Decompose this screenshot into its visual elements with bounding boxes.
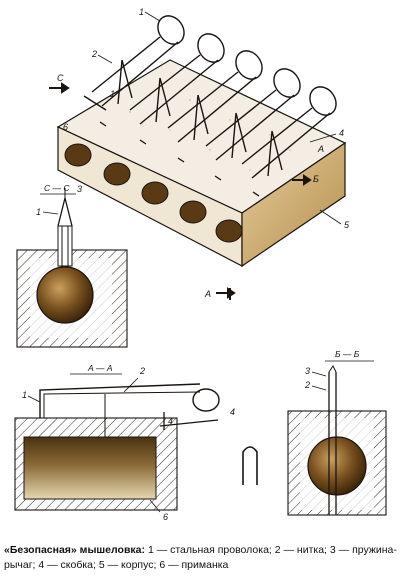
hole-5	[215, 219, 243, 243]
hole-1	[64, 143, 92, 167]
label-3-bb: 3	[305, 366, 310, 376]
label-4-main: 4	[339, 128, 344, 138]
section-b-b: Б — Б 3 2	[287, 349, 387, 516]
spring-levers	[83, 15, 337, 179]
hole-3	[141, 181, 169, 205]
bait-ball-cc	[36, 266, 94, 324]
label-5-main: 5	[344, 220, 350, 230]
label-1-mid: 1	[110, 89, 115, 99]
hole-2	[103, 162, 131, 186]
label-1-top: 1	[139, 7, 144, 17]
label-1-aa: 1	[22, 390, 27, 400]
marker-b-main: Б	[313, 174, 319, 184]
label-4-staple: 4	[230, 407, 235, 417]
section-c-c: С — С 3 1	[16, 183, 128, 348]
label-3-cc: 3	[77, 184, 82, 194]
label-2-bb: 2	[304, 380, 310, 390]
cavity-aa	[23, 436, 157, 500]
staple-4	[242, 446, 258, 485]
front-holes	[64, 143, 243, 243]
label-1-cc: 1	[36, 207, 41, 217]
body-end-face	[241, 141, 346, 268]
label-6-aa: 6	[163, 512, 168, 522]
label-4-aa: 4	[168, 416, 173, 426]
trap-body	[56, 59, 347, 268]
label-2-aa: 2	[139, 366, 145, 376]
section-aa-title: А — А	[87, 363, 113, 373]
section-bb-title: Б — Б	[335, 349, 360, 359]
bait-ball-bb	[307, 436, 367, 496]
section-a-a: А — А 1 2 4 6 4	[14, 363, 258, 522]
marker-a-right: А	[317, 144, 324, 154]
label-2-top: 2	[91, 49, 97, 59]
hole-4	[179, 200, 207, 224]
caption-legend: 1 — стальная проволока; 2 — нитка; 3 — п…	[4, 544, 397, 571]
section-cc-title: С — С	[44, 183, 70, 193]
marker-a-bottom: А	[204, 289, 211, 299]
marker-c-main: С	[57, 73, 64, 83]
main-section-markers	[49, 82, 312, 300]
figure-caption: «Безопасная» мышеловка: 1 — стальная про…	[4, 543, 400, 573]
caption-title: «Безопасная» мышеловка:	[4, 544, 146, 556]
label-6-main: 6	[63, 122, 68, 132]
